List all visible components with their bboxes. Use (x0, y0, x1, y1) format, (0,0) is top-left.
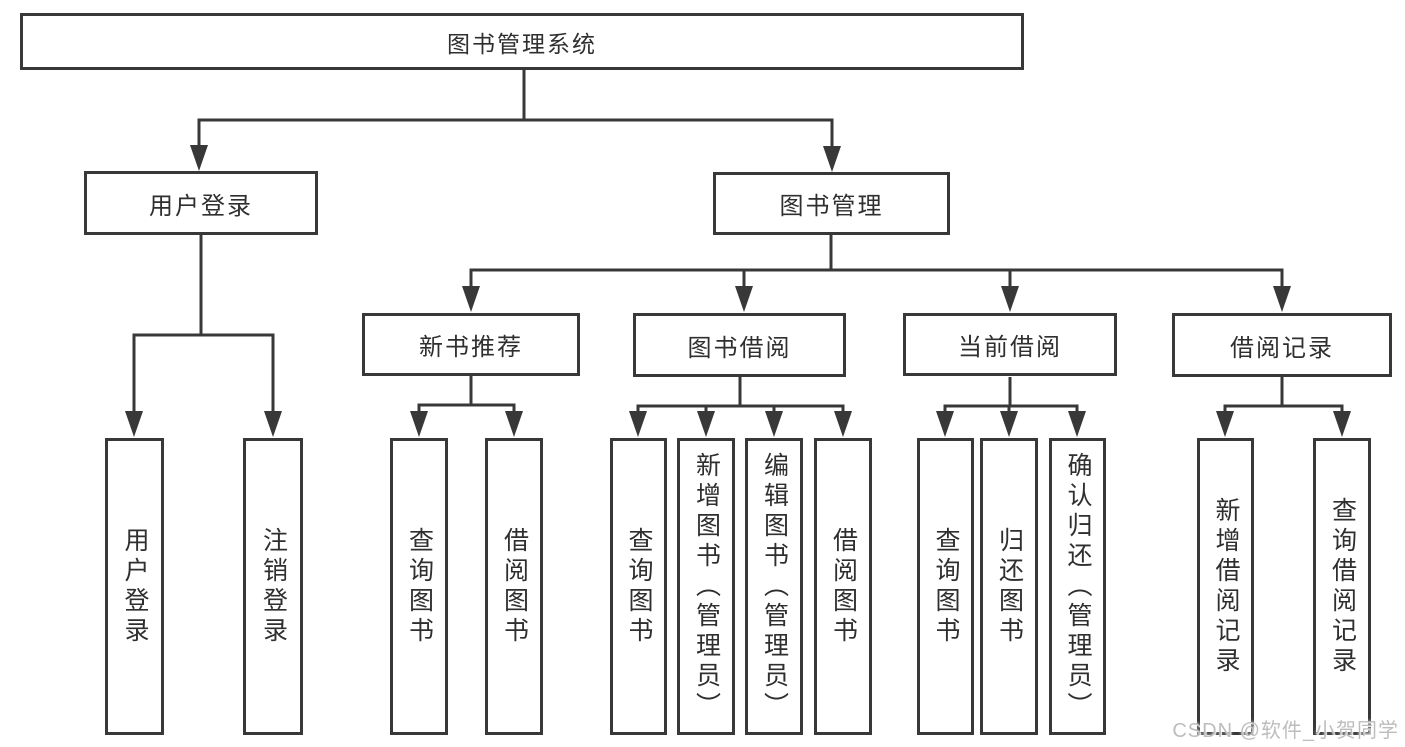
leaf-add-book-admin: 新增图书（管理员） (677, 438, 735, 735)
leaf-return-book: 归还图书 (980, 438, 1038, 735)
leaf-add-borrow-record: 新增借阅记录 (1197, 438, 1254, 735)
leaf-query-book-borrow: 查询图书 (610, 438, 667, 735)
leaf-borrow-book-recommend: 借阅图书 (485, 438, 543, 735)
node-book-borrow: 图书借阅 (633, 313, 846, 377)
leaf-query-book-current: 查询图书 (917, 438, 974, 735)
arrowheads (125, 145, 1351, 437)
node-user-login: 用户登录 (84, 171, 318, 235)
leaf-edit-book-admin: 编辑图书（管理员） (745, 438, 803, 735)
leaf-logout: 注销登录 (243, 438, 303, 735)
leaf-user-login: 用户登录 (105, 438, 164, 735)
node-library-management-system: 图书管理系统 (20, 13, 1024, 70)
leaf-borrow-book: 借阅图书 (814, 438, 872, 735)
leaf-query-book-recommend: 查询图书 (390, 438, 448, 735)
node-current-borrow: 当前借阅 (903, 313, 1117, 376)
leaf-query-borrow-record: 查询借阅记录 (1313, 438, 1371, 735)
node-book-management: 图书管理 (713, 172, 950, 235)
leaf-confirm-return-admin: 确认归还（管理员） (1049, 438, 1106, 735)
node-borrow-records: 借阅记录 (1172, 313, 1392, 377)
csdn-watermark: CSDN @软件_小贺同学 (1172, 720, 1399, 742)
node-new-book-recommend: 新书推荐 (362, 313, 580, 376)
